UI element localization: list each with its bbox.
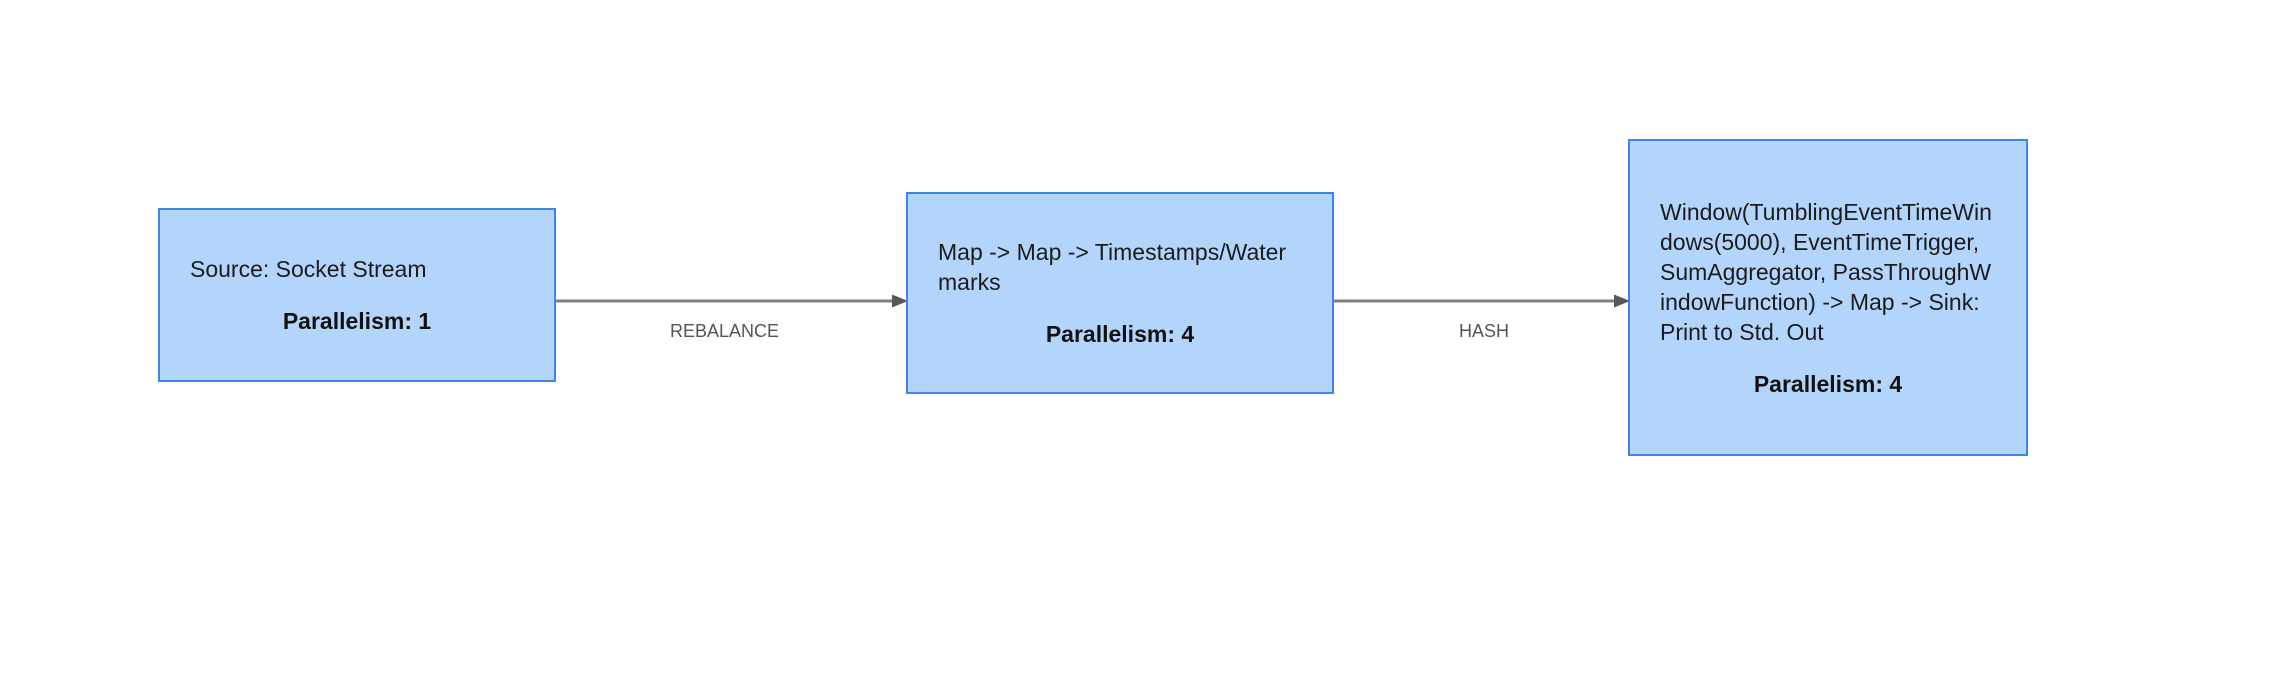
arrow-right-icon bbox=[556, 294, 908, 308]
job-node-map-parallelism: Parallelism: 4 bbox=[1045, 321, 1195, 347]
job-edge-hash[interactable]: HASH bbox=[1334, 294, 1630, 341]
job-node-window-sink-title: Window(TumblingEventTimeWindows(5000), E… bbox=[1660, 198, 1992, 345]
job-node-source[interactable]: Source: Socket Stream Parallelism: 1 bbox=[158, 208, 556, 382]
job-node-source-title: Source: Socket Stream bbox=[190, 256, 427, 282]
job-node-map[interactable]: Map -> Map -> Timestamps/Watermarks Para… bbox=[906, 192, 1334, 394]
job-edge-rebalance[interactable]: REBALANCE bbox=[556, 294, 908, 341]
job-edge-rebalance-label: REBALANCE bbox=[670, 321, 780, 341]
job-node-source-parallelism: Parallelism: 1 bbox=[282, 308, 432, 334]
job-node-window-sink[interactable]: Window(TumblingEventTimeWindows(5000), E… bbox=[1628, 139, 2028, 456]
job-node-window-sink-parallelism: Parallelism: 4 bbox=[1753, 370, 1903, 397]
job-node-map-title: Map -> Map -> Timestamps/Watermarks bbox=[938, 239, 1287, 295]
arrow-right-icon bbox=[1334, 294, 1630, 308]
job-edge-hash-label: HASH bbox=[1459, 321, 1510, 341]
